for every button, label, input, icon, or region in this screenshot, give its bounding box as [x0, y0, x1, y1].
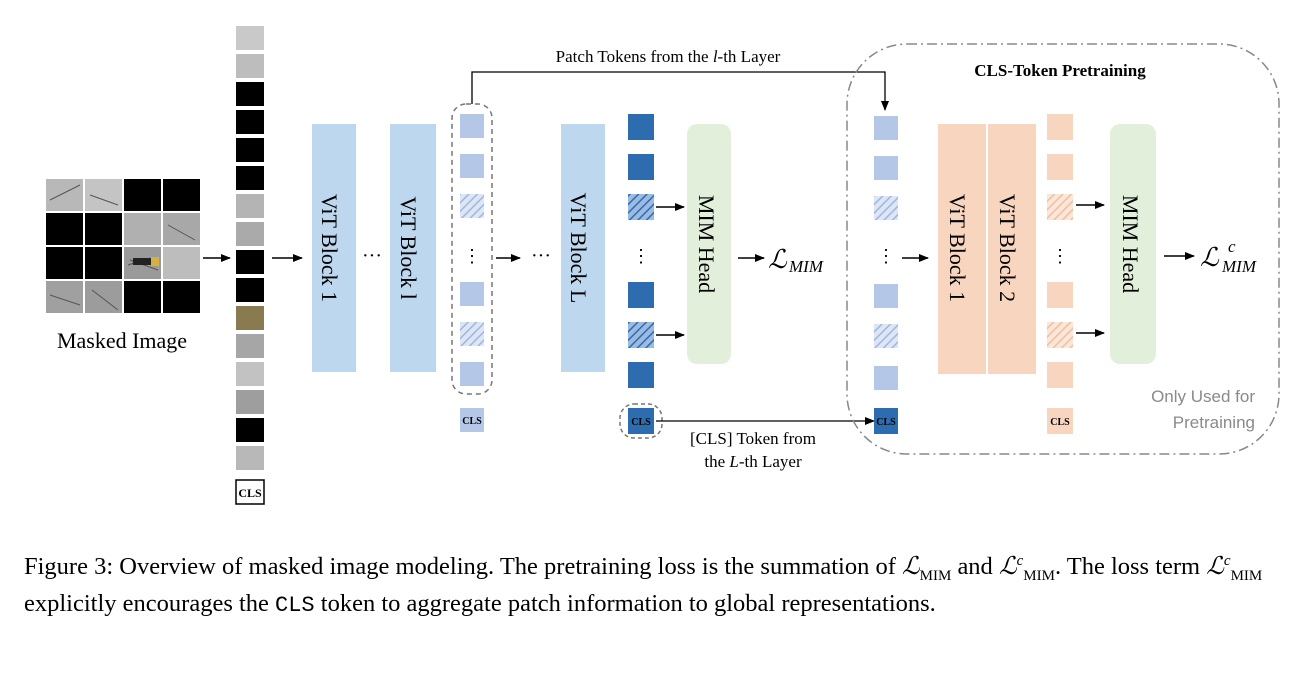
ellipsis-v-1: ⋮ [463, 246, 481, 266]
only-used-note-line1: Only Used for [1151, 387, 1255, 406]
mim-head-label: MIM Head [694, 195, 719, 293]
cls-output-cls-label: CLS [1050, 417, 1070, 428]
cls-vit-block-2 [988, 124, 1036, 374]
figure-caption: Figure 3: Overview of masked image model… [24, 553, 1263, 619]
ellipsis-v-3: ⋮ [877, 246, 895, 266]
cls-vit-block-1-label: ViT Block 1 [945, 194, 970, 302]
only-used-note-line2: Pretraining [1173, 413, 1255, 432]
caption-text-5: token to aggregate patch information to … [314, 590, 936, 618]
svg-text:MIM: MIM [788, 257, 824, 276]
masked-image [45, 178, 200, 313]
layer-L-cls-label: CLS [631, 417, 651, 428]
cls-pretraining-region [846, 43, 1280, 455]
masked-image-label: Masked Image [57, 328, 187, 353]
svg-text:c: c [1228, 237, 1236, 256]
ellipsis-v-2: ⋮ [632, 246, 650, 266]
cls-branch-output-tokens [1047, 114, 1073, 434]
vit-block-1-label: ViT Block 1 [317, 194, 342, 302]
svg-text:ℒ: ℒ [768, 245, 788, 274]
cls-token-note-line1: [CLS] Token from [690, 429, 816, 448]
vit-block-L [561, 124, 605, 372]
patch-tokens-label: Patch Tokens from the l-th Layer [556, 47, 781, 66]
ellipsis-2: ··· [531, 245, 551, 267]
caption-text-4: explicitly encourages the [24, 590, 276, 618]
cls-mim-head-label: MIM Head [1118, 195, 1143, 293]
cls-mim-head [1110, 124, 1156, 364]
cls-vit-block-1 [938, 124, 986, 374]
cls-vit-block-2-label: ViT Block 2 [995, 194, 1020, 302]
cls-token-note-line2: the L-th Layer [704, 452, 802, 471]
caption-text-1: Figure 3: Overview of masked image model… [24, 553, 902, 581]
vit-block-l [390, 124, 436, 372]
cls-branch-input-tokens [874, 116, 898, 434]
token-sequence [235, 26, 265, 505]
cls-mim-loss: ℒ c MIM [1200, 237, 1257, 276]
sequence-cls-label: CLS [238, 486, 262, 500]
vit-block-1 [312, 124, 356, 372]
architecture-diagram: Masked Image CLS ViT Block 1 ··· ViT Blo… [45, 26, 1280, 505]
mim-loss: ℒ MIM [768, 245, 824, 276]
vit-block-L-label: ViT Block L [566, 193, 591, 304]
layer-l-tokens [451, 103, 493, 432]
ellipsis-v-4: ⋮ [1051, 246, 1069, 266]
svg-text:ℒ: ℒ [1200, 243, 1220, 272]
layer-l-cls-label: CLS [462, 416, 482, 427]
vit-block-l-label: ViT Block l [396, 196, 421, 299]
patch-tokens-route [471, 71, 889, 111]
svg-text:MIM: MIM [1221, 257, 1257, 276]
layer-L-tokens [619, 114, 663, 439]
mim-head [687, 124, 731, 364]
cls-branch-cls-label: CLS [876, 417, 896, 428]
caption-text-2: and [951, 553, 999, 581]
ellipsis-1: ··· [362, 245, 382, 267]
cls-pretraining-title: CLS-Token Pretraining [974, 61, 1146, 80]
caption-text-3: . The loss term [1054, 553, 1207, 581]
caption-cls-token: CLS [275, 593, 315, 619]
